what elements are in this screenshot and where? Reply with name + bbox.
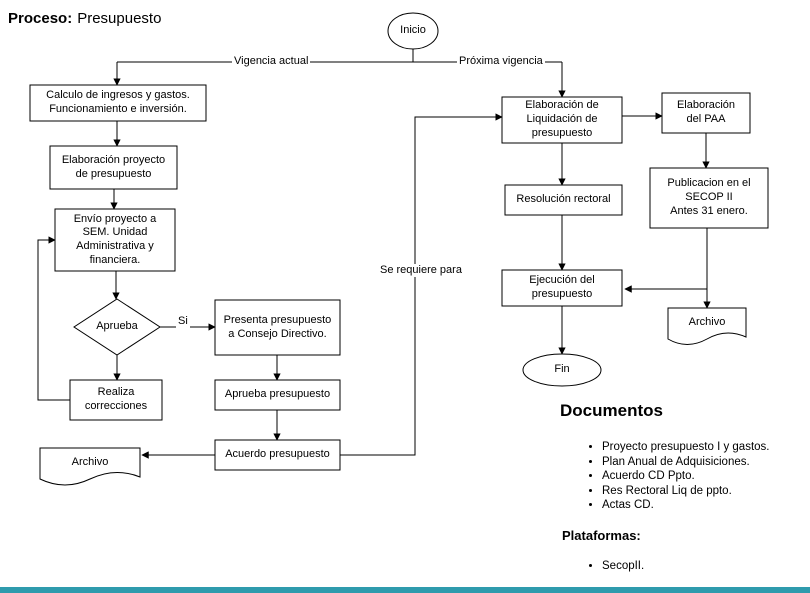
- flowchart-connectors: [37, 49, 711, 459]
- process-secop-shape: [649, 167, 769, 229]
- process-acuerdo-shape: [214, 439, 341, 471]
- document-archivo-left-shape: [39, 447, 141, 486]
- document-archivo-right-shape: [667, 307, 747, 345]
- node-fin: Fin: [554, 363, 570, 376]
- node-archivo-right: Archivo: [688, 316, 726, 329]
- plataformas-item: SecopII.: [602, 560, 644, 572]
- footer-bar: [0, 587, 810, 593]
- page-title-name: Presupuesto: [77, 10, 162, 27]
- node-resolucion-rectoral: Resolución rectoral: [516, 193, 611, 206]
- node-elaboracion-proyecto: Elaboración proyecto de presupuesto: [61, 153, 166, 180]
- edge-label-proxima-vigencia: Próxima vigencia: [457, 55, 545, 68]
- process-envio-shape: [54, 208, 176, 272]
- process-realiza-shape: [69, 379, 163, 421]
- node-calculo-ingresos-gastos: Calculo de ingresos y gastos. Funcionami…: [46, 89, 190, 115]
- documentos-item: Actas CD.: [602, 499, 769, 511]
- node-presenta-presupuesto: Presenta presupuesto a Consejo Directivo…: [223, 313, 332, 340]
- process-ejecucion-shape: [501, 269, 623, 307]
- node-elaboracion-paa: Elaboración del PAA: [676, 99, 736, 125]
- terminator-fin-shape: [522, 353, 602, 387]
- edge-label-se-requiere-para: Se requiere para: [378, 264, 464, 277]
- documentos-item: Plan Anual de Adquisiciones.: [602, 456, 769, 468]
- node-ejecucion-presupuesto: Ejecución del presupuesto: [529, 274, 595, 300]
- node-envio-proyecto: Envío proyecto a SEM. Unidad Administrat…: [73, 212, 157, 266]
- terminator-inicio-shape: [387, 12, 439, 50]
- node-archivo-left: Archivo: [71, 456, 109, 469]
- flowchart-shapes: [29, 12, 769, 486]
- process-paa-shape: [661, 92, 751, 134]
- process-aprueba-presupuesto-shape: [214, 379, 341, 411]
- process-liquidacion-shape: [501, 96, 623, 144]
- node-acuerdo-presupuesto: Acuerdo presupuesto: [225, 448, 330, 461]
- node-liquidacion-presupuesto: Elaboración de Liquidación de presupuest…: [525, 99, 599, 139]
- documentos-heading: Documentos: [560, 401, 663, 420]
- documentos-list: Proyecto presupuesto I y gastos. Plan An…: [588, 441, 769, 514]
- documentos-item: Res Rectoral Liq de ppto.: [602, 485, 769, 497]
- node-publicacion-secop: Publicacion en el SECOP II Antes 31 ener…: [667, 177, 751, 217]
- node-inicio: Inicio: [400, 24, 426, 37]
- edge-label-vigencia-actual: Vigencia actual: [232, 55, 311, 68]
- node-aprueba-presupuesto: Aprueba presupuesto: [224, 388, 331, 401]
- edge-label-si: Si: [176, 315, 190, 328]
- page-title: Proceso:Presupuesto: [8, 10, 161, 27]
- node-decision-aprueba: Aprueba: [96, 320, 138, 333]
- plataformas-list: SecopII.: [588, 560, 644, 572]
- process-resolucion-shape: [504, 184, 623, 216]
- node-realiza-correcciones: Realiza correcciones: [84, 386, 148, 412]
- page-title-label: Proceso:: [8, 10, 73, 27]
- documentos-item: Acuerdo CD Ppto.: [602, 470, 769, 482]
- process-presenta-shape: [214, 299, 341, 356]
- process-elaboracion-proyecto-shape: [49, 145, 178, 190]
- plataformas-heading: Plataformas:: [562, 528, 641, 543]
- decision-aprueba-shape: [73, 298, 161, 356]
- process-calculo-shape: [29, 84, 207, 122]
- documentos-item: Proyecto presupuesto I y gastos.: [602, 441, 769, 453]
